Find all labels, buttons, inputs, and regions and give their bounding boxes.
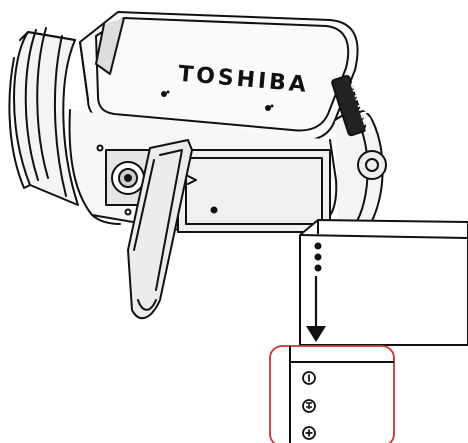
minus-symbol-icon bbox=[302, 371, 316, 385]
battery-contact-dot bbox=[314, 253, 322, 261]
lid-screws bbox=[161, 90, 274, 111]
thermistor-symbol-icon bbox=[302, 399, 316, 413]
model-badge bbox=[331, 74, 367, 137]
lens-barrel bbox=[8, 27, 79, 206]
insert-direction-arrow-icon bbox=[306, 276, 326, 342]
zoom-callout bbox=[269, 345, 395, 443]
battery-compartment bbox=[177, 149, 331, 233]
battery-pack bbox=[299, 219, 468, 346]
battery-contact-dot bbox=[314, 242, 322, 250]
battery-contact-dot bbox=[314, 264, 322, 272]
tripod-socket bbox=[96, 144, 151, 216]
plus-symbol-icon bbox=[302, 426, 316, 440]
camcorder bbox=[8, 11, 387, 320]
